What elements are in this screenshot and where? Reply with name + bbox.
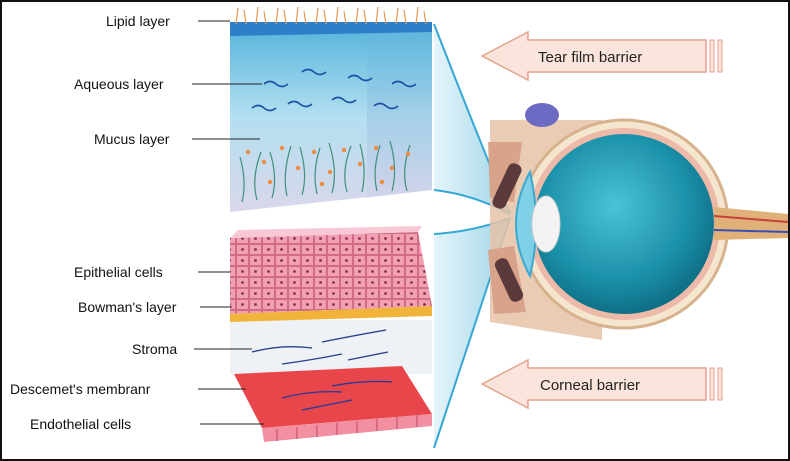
endothelial-layer bbox=[262, 414, 432, 442]
aqueous-molecules bbox=[251, 68, 417, 112]
stroma-layer bbox=[230, 320, 432, 374]
gland bbox=[525, 103, 559, 127]
mucus-strands bbox=[239, 140, 411, 203]
cornea bbox=[515, 169, 537, 279]
stroma-label: Stroma bbox=[132, 341, 177, 357]
epithelial-layer bbox=[230, 232, 432, 314]
cornea-labels: Epithelial cells Bowman's layer Stroma D… bbox=[10, 264, 264, 432]
tear-film-barrier-arrow: Tear film barrier bbox=[480, 30, 723, 82]
lipid-molecules bbox=[235, 6, 427, 25]
upper-gland bbox=[492, 163, 522, 209]
descemet-fibers bbox=[281, 380, 393, 411]
cornea-block bbox=[230, 226, 432, 442]
lower-gland bbox=[494, 258, 524, 302]
lipid-layer-label: Lipid layer bbox=[106, 13, 170, 29]
mucus-layer-label: Mucus layer bbox=[94, 131, 170, 147]
aqueous-layer-label: Aqueous layer bbox=[74, 76, 164, 92]
optic-nerve bbox=[714, 207, 788, 240]
mucin-dots bbox=[245, 145, 411, 187]
endothelial-cells-label: Endothelial cells bbox=[30, 416, 131, 432]
tear-film-labels: Lipid layer Aqueous layer Mucus layer bbox=[74, 13, 262, 147]
tear-film-barrier-label: Tear film barrier bbox=[538, 49, 642, 66]
bowmans-layer bbox=[230, 306, 432, 322]
descemets-membrane-label: Descemet's membranr bbox=[10, 381, 151, 397]
corneal-barrier-label: Corneal barrier bbox=[540, 377, 640, 394]
epithelial-cells-label: Epithelial cells bbox=[74, 264, 163, 280]
bowmans-layer-label: Bowman's layer bbox=[78, 299, 177, 315]
lipid-surface bbox=[230, 22, 432, 36]
vitreous bbox=[534, 134, 714, 314]
tear-film-block bbox=[230, 6, 432, 212]
corneal-barrier-arrow: Corneal barrier bbox=[480, 358, 723, 410]
eye-cross-section bbox=[488, 103, 788, 340]
stroma-fibers bbox=[251, 329, 389, 365]
lens bbox=[531, 195, 561, 253]
